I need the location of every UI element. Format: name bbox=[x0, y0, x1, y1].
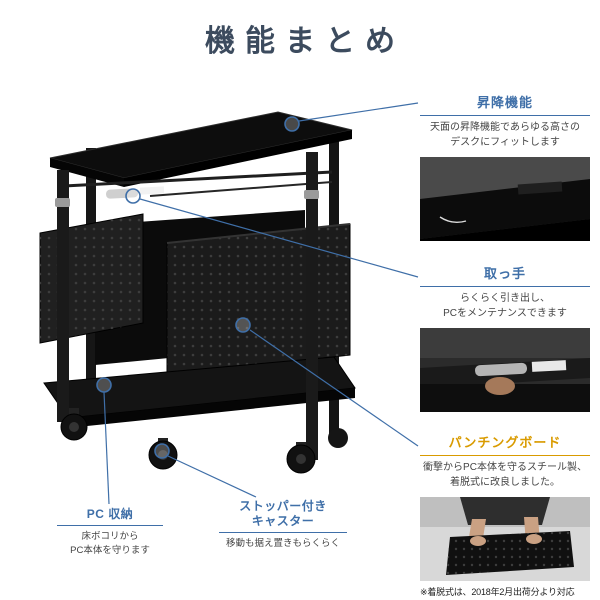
marker-lift-icon bbox=[284, 116, 300, 132]
callout-board-desc-line: 着脱式に改良しました。 bbox=[450, 476, 560, 488]
callout-handle-thumbnail bbox=[420, 328, 590, 412]
connector-board bbox=[249, 329, 419, 447]
callout-storage-desc: 床ボコリから PC本体を守ります bbox=[57, 530, 163, 558]
leg bbox=[57, 170, 69, 422]
marker-handle-icon bbox=[125, 188, 141, 204]
connector-lift bbox=[298, 102, 419, 122]
callout-handle-desc-line: PCをメンテナンスできます bbox=[443, 307, 567, 319]
callout-connectors bbox=[103, 102, 419, 505]
connector-storage bbox=[103, 391, 110, 505]
callout-handle-desc-line: らくらく引き出し、 bbox=[460, 293, 550, 304]
callout-board-heading: パンチングボード bbox=[420, 432, 590, 456]
leg bbox=[306, 152, 318, 460]
label-sticker bbox=[139, 186, 165, 195]
callout-caster-heading-line: キャスター bbox=[251, 514, 315, 528]
callout-board: パンチングボード 衝撃からPC本体を守るスチール製、 着脱式に改良しました。 bbox=[420, 432, 590, 598]
marker-storage-icon bbox=[96, 377, 112, 393]
callout-board-desc: 衝撃からPC本体を守るスチール製、 着脱式に改良しました。 bbox=[420, 461, 590, 490]
callout-handle-desc: らくらく引き出し、 PCをメンテナンスできます bbox=[420, 292, 590, 321]
marker-caster-icon bbox=[154, 443, 170, 459]
callout-caster-desc: 移動も据え置きもらくらく bbox=[219, 537, 347, 551]
connector-handle bbox=[139, 198, 419, 278]
callout-lift-desc-line: 天面の昇降機能であらゆる高さの bbox=[430, 122, 580, 133]
callout-handle: 取っ手 らくらく引き出し、 PCをメンテナンスできます bbox=[420, 263, 590, 412]
callout-markers bbox=[96, 116, 300, 459]
callout-board-note: ※着脱式は、2018年2月出荷分より対応 bbox=[420, 587, 575, 597]
callout-storage-desc-line: PC本体を守ります bbox=[70, 544, 150, 556]
front-pegboard bbox=[166, 223, 351, 376]
callout-lift: 昇降機能 天面の昇降機能であらゆる高さの デスクにフィットします bbox=[420, 92, 590, 241]
callout-lift-thumbnail bbox=[420, 157, 590, 241]
callout-board-desc-line: 衝撃からPC本体を守るスチール製、 bbox=[423, 462, 587, 473]
side-pegboard bbox=[39, 213, 144, 344]
pull-handle bbox=[106, 188, 139, 199]
callout-caster-desc-line: 移動も据え置きもらくらく bbox=[225, 538, 340, 549]
callout-caster: ストッパー付き キャスター 移動も据え置きもらくらく bbox=[219, 499, 347, 551]
connector-caster bbox=[167, 455, 257, 498]
callout-caster-heading: ストッパー付き キャスター bbox=[219, 499, 347, 533]
callout-lift-desc: 天面の昇降機能であらゆる高さの デスクにフィットします bbox=[420, 121, 590, 150]
callout-storage: PC 収納 床ボコリから PC本体を守ります bbox=[57, 507, 163, 558]
callout-board-thumbnail bbox=[420, 497, 590, 581]
pc-cart bbox=[39, 111, 356, 474]
callout-lift-heading: 昇降機能 bbox=[420, 92, 590, 116]
callout-caster-heading-line: ストッパー付き bbox=[239, 499, 327, 513]
page-title: 機能まとめ bbox=[205, 25, 405, 58]
callout-storage-desc-line: 床ボコリから bbox=[81, 531, 139, 542]
callout-lift-desc-line: デスクにフィットします bbox=[450, 136, 560, 148]
callout-storage-heading: PC 収納 bbox=[57, 507, 163, 526]
callout-handle-heading: 取っ手 bbox=[420, 263, 590, 287]
marker-board-icon bbox=[235, 317, 251, 333]
